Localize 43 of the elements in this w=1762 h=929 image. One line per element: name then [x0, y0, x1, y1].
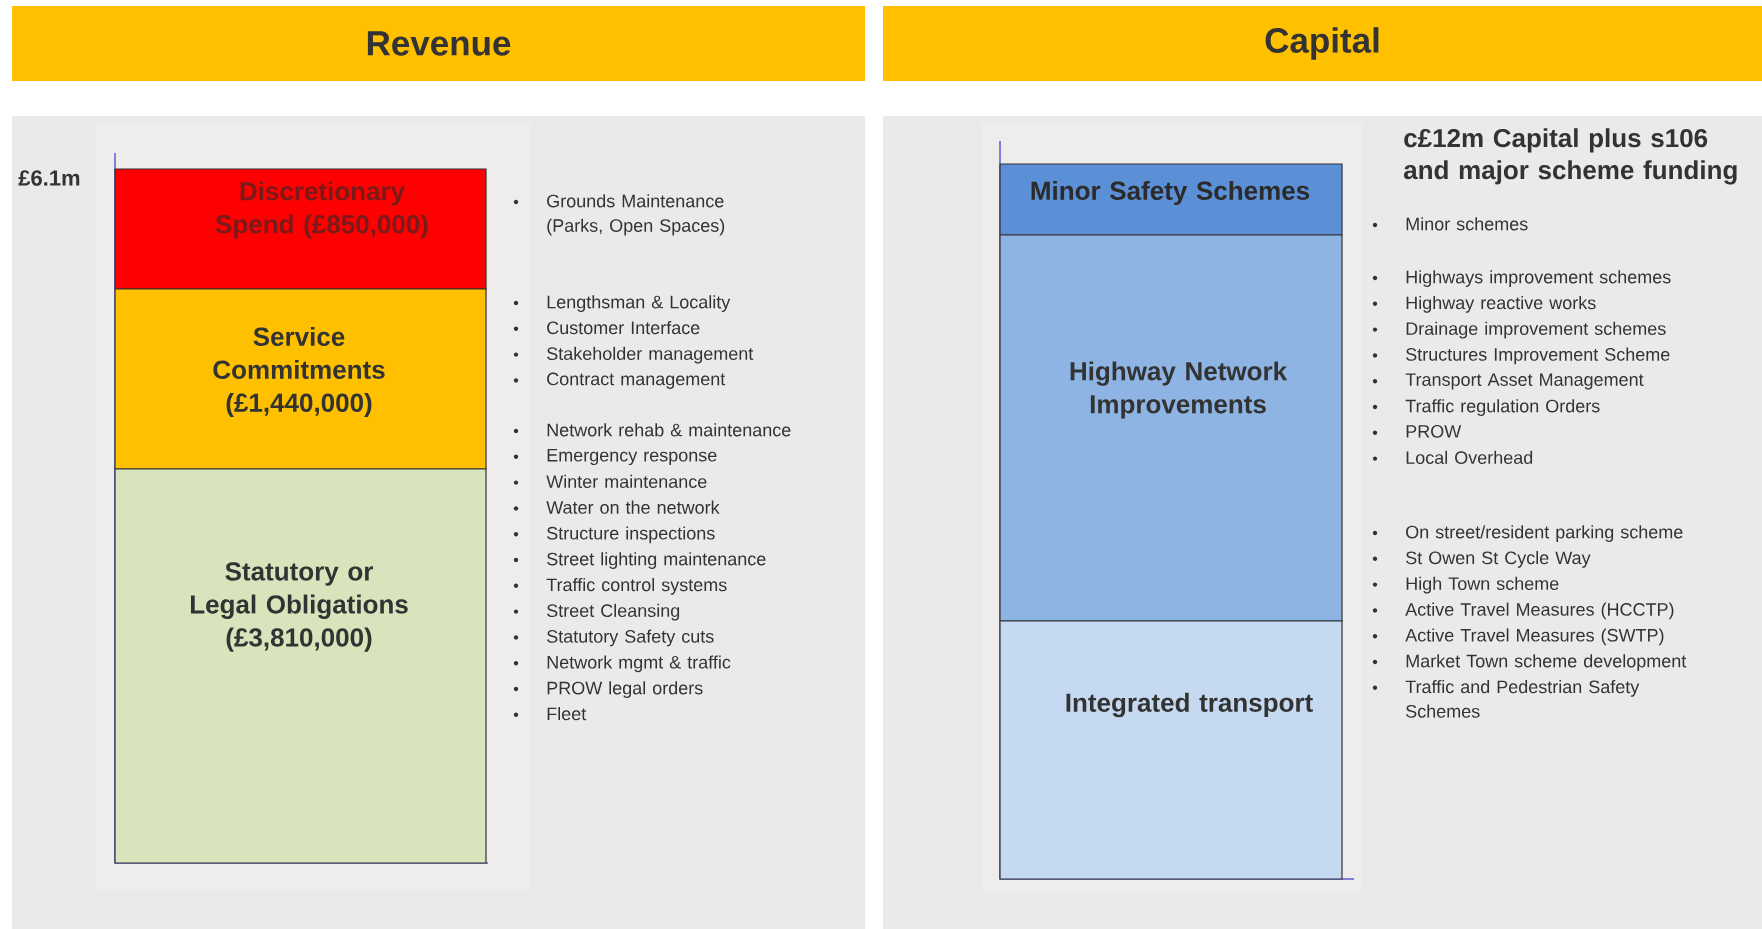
- value-label: c£12m Capital plus s106 and major scheme funding: [1404, 128, 1737, 185]
- list-item: Street lighting maintenance: [513, 552, 766, 569]
- stacked-block: Service Commitments (£1,440,000): [114, 288, 487, 470]
- list-item: Winter maintenance: [513, 474, 707, 488]
- stacked-block: Highway Network Improvements: [999, 234, 1343, 622]
- list-item: Fleet: [513, 707, 587, 721]
- stacked-block: Statutory or Legal Obligations (£3,810,000): [114, 468, 487, 864]
- list-item: Market Town scheme development: [1372, 654, 1687, 671]
- list-item: Contract management: [513, 372, 726, 389]
- list-item: On street/resident parking scheme: [1372, 525, 1683, 542]
- list-item: Network mgmt & traffic: [513, 655, 731, 673]
- list-item: Highway reactive works: [1372, 296, 1596, 313]
- list-item: Local Overhead: [1372, 450, 1533, 464]
- list-item: Traffic and Pedestrian Safety Schemes: [1372, 680, 1640, 718]
- list-item: Active Travel Measures (SWTP): [1372, 628, 1664, 646]
- list-item: Transport Asset Management: [1372, 373, 1644, 390]
- list-item: Stakeholder management: [513, 346, 754, 364]
- list-item: Street Cleansing: [513, 603, 680, 621]
- list-item: Active Travel Measures (HCCTP): [1372, 602, 1674, 620]
- list-item: Grounds Maintenance (Parks, Open Spaces): [513, 194, 725, 236]
- list-item: St Owen St Cycle Way: [1372, 551, 1591, 568]
- list-item: Highways improvement schemes: [1372, 270, 1671, 287]
- list-item: Structures Improvement Scheme: [1372, 347, 1670, 365]
- header-bar: Capital: [883, 6, 1762, 81]
- list-item: Lengthsman & Locality: [513, 295, 731, 312]
- value-label: £6.1m: [18, 170, 80, 186]
- stacked-block: Discretionary Spend (£850,000): [114, 168, 487, 290]
- header-bar: Revenue: [12, 6, 865, 81]
- list-item: Structure inspections: [513, 526, 715, 544]
- stacked-block: Integrated transport: [999, 620, 1343, 880]
- list-item: Water on the network: [513, 500, 720, 514]
- list-item: Emergency response: [513, 449, 717, 466]
- list-item: Drainage improvement schemes: [1372, 321, 1666, 339]
- list-item: Minor schemes: [1372, 217, 1528, 231]
- list-item: High Town scheme: [1372, 576, 1559, 594]
- list-item: Statutory Safety cuts: [513, 629, 714, 647]
- list-item: Traffic control systems: [513, 578, 727, 595]
- list-item: Network rehab & maintenance: [513, 423, 791, 437]
- list-item: PROW: [1372, 425, 1462, 438]
- list-item: PROW legal orders: [513, 681, 703, 698]
- list-item: Customer Interface: [513, 321, 700, 335]
- stacked-block: Minor Safety Schemes: [999, 163, 1343, 236]
- list-item: Traffic regulation Orders: [1372, 399, 1600, 416]
